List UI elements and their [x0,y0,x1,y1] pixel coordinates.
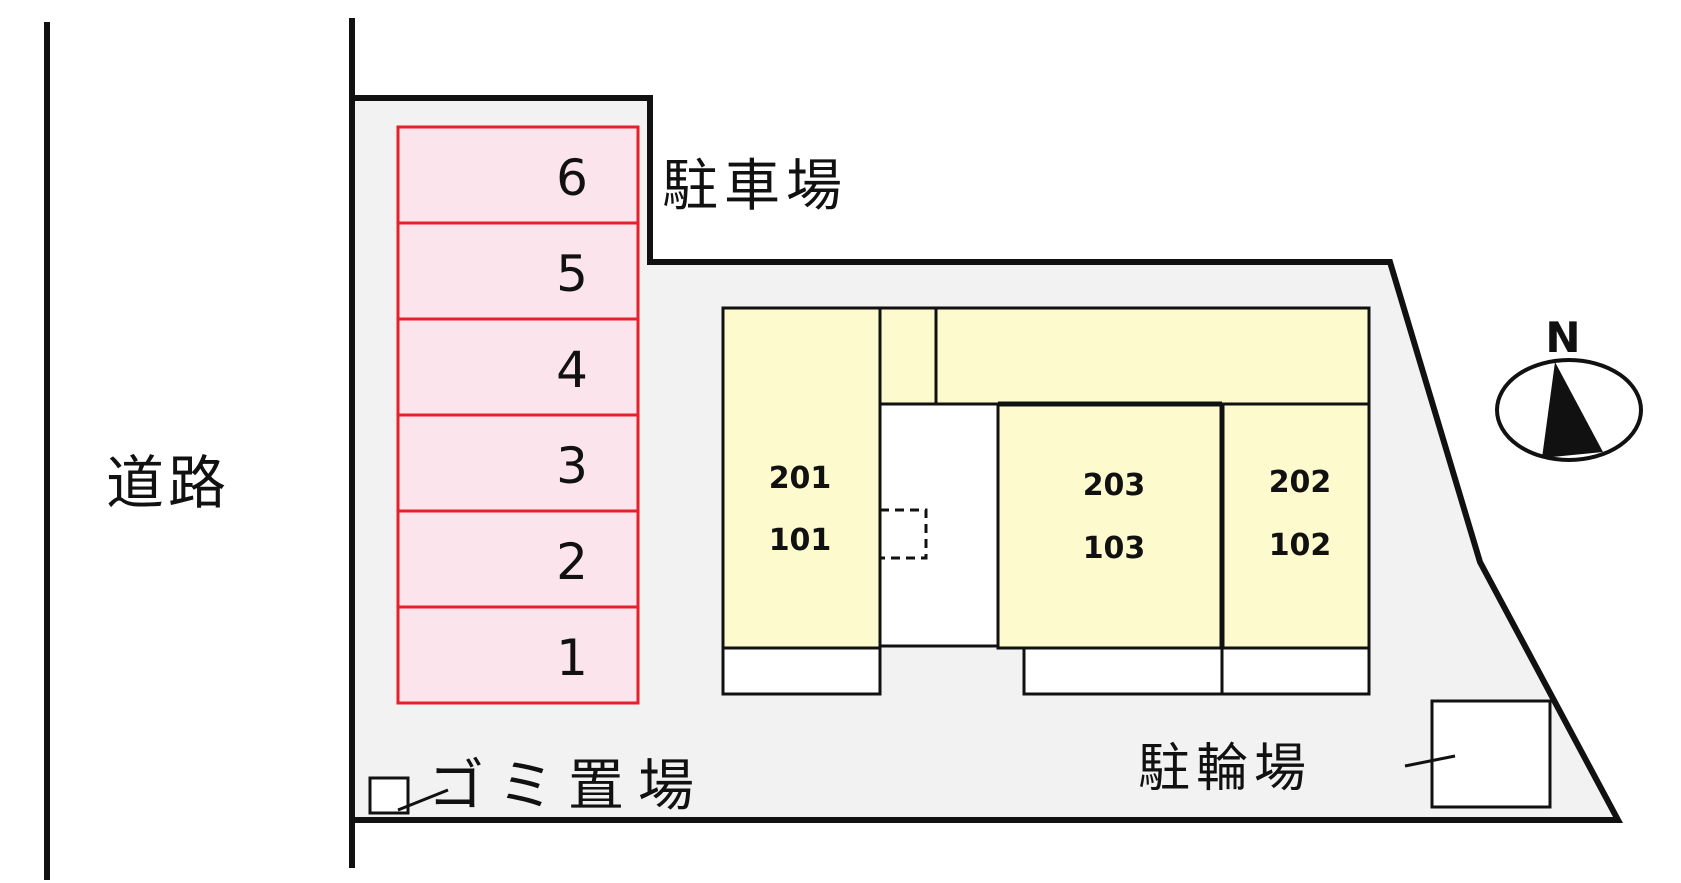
unit-101: 101 [769,523,832,558]
road-label: 道路 [106,449,230,517]
compass-needle [1542,362,1603,458]
dashed-box [878,508,928,560]
parking-number-3: 3 [556,437,588,495]
parking-number-1: 1 [556,629,588,687]
balcony-left [721,646,882,696]
trash-area-box [368,776,410,815]
unit-102: 102 [1269,528,1332,563]
parking-space-2 [396,509,640,609]
parking-space-3 [396,413,640,513]
bicycle-pointer-line [1404,754,1456,768]
parking-space-4 [396,317,640,417]
parking-area: 6 5 4 3 2 1 [396,125,640,705]
building-top-wing [878,306,1371,406]
bicycle-parking-box [1430,699,1552,809]
parking-number-4: 4 [556,341,588,399]
parking-space-1 [396,605,640,705]
building-middle-wing [996,402,1224,650]
parking-label: 駐車場 [662,154,848,219]
building: 201 101 203 103 202 102 [721,306,1371,696]
trash-area-label: ゴミ置場 [428,754,708,819]
parking-space-6 [396,125,640,225]
unit-203: 203 [1083,468,1146,503]
building-stair-core [878,402,1000,648]
unit-103: 103 [1083,531,1146,566]
trash-pointer-line [397,788,449,812]
parking-number-2: 2 [556,533,588,591]
balcony-middle [1022,646,1224,696]
compass-icon: N [1495,313,1643,462]
parking-number-6: 6 [556,149,588,207]
bicycle-parking-label: 駐輪場 [1138,739,1312,799]
building-left-wing [721,306,882,650]
parking-space-5 [396,221,640,321]
compass-north-label: N [1545,313,1580,362]
unit-201: 201 [769,461,832,496]
parking-number-5: 5 [556,245,588,303]
building-right-wing [1220,402,1371,650]
unit-202: 202 [1269,465,1332,500]
balcony-right [1220,646,1371,696]
